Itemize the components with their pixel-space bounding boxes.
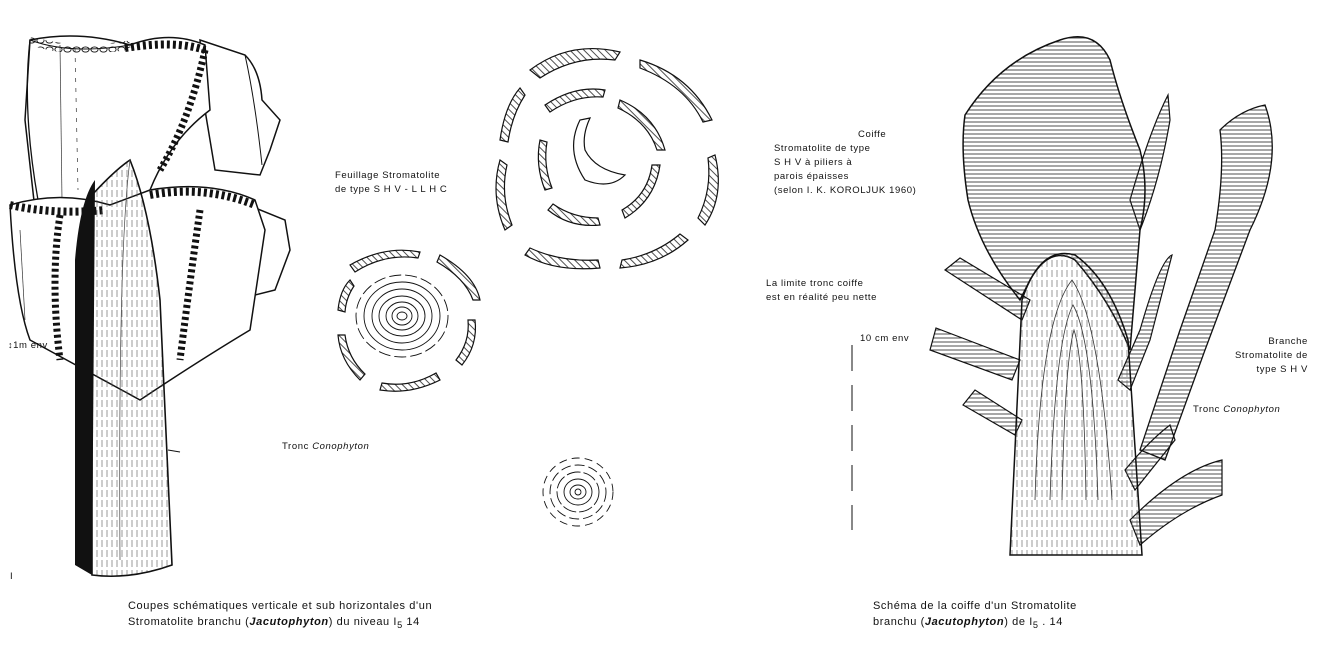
left-caption-line2: Stromatolite branchu (Jacutophyton) du n… <box>128 614 432 633</box>
cap-label-line5: (selon I. K. KOROLJUK 1960) <box>758 184 916 198</box>
cross-section-small <box>543 458 613 526</box>
left-caption-genus: Jacutophyton <box>249 616 328 628</box>
height-label-text: 1m env <box>13 340 48 351</box>
cap-label-line1: Coiffe <box>758 128 916 142</box>
branch-label-line2: Stromatolite de <box>1235 349 1308 363</box>
boundary-label-line2: est en réalité peu nette <box>766 291 877 305</box>
central-crescent <box>574 118 625 184</box>
foliage-label-line2: de type S H V - L L H C <box>335 183 447 197</box>
trunk-label-right: Tronc Conophyton <box>1193 403 1280 417</box>
branch-left-low <box>963 390 1022 435</box>
cap-label-line4: parois épaisses <box>758 170 916 184</box>
corner-mark: I <box>10 570 13 584</box>
trunk-label-left: Tronc Conophyton <box>282 440 369 454</box>
height-label: ↕1m env <box>8 338 48 353</box>
trunk-label-right-prefix: Tronc <box>1193 404 1220 415</box>
right-caption-line2: branchu (Jacutophyton) de I5 . 14 <box>873 614 1077 633</box>
left-caption: Coupes schématiques verticale et sub hor… <box>128 598 432 633</box>
branch-label: Branche Stromatolite de type S H V <box>1235 335 1308 377</box>
right-caption-line1: Schéma de la coiffe d'un Stromatolite <box>873 598 1077 614</box>
cap-label-line2: Stromatolite de type <box>758 142 916 156</box>
trunk-label-left-prefix: Tronc <box>282 441 309 452</box>
branch-label-line3: type S H V <box>1235 363 1308 377</box>
scale-label: 10 cm env <box>860 332 909 346</box>
foliage-label-line1: Feuillage Stromatolite <box>335 169 447 183</box>
back-leaf <box>200 40 280 175</box>
right-caption-genus: Jacutophyton <box>925 616 1004 628</box>
cap-label: Coiffe Stromatolite de type S H V à pili… <box>758 128 916 198</box>
right-caption: Schéma de la coiffe d'un Stromatolite br… <box>873 598 1077 633</box>
boundary-label: La limite tronc coiffe est en réalité pe… <box>766 277 877 305</box>
cap-diagram-drawing <box>852 37 1272 555</box>
vertical-section-drawing <box>10 36 290 576</box>
cross-section-medium-rings <box>356 275 448 357</box>
trunk-label-left-name: Conophyton <box>312 441 369 452</box>
cap-label-line3: S H V à piliers à <box>758 156 916 170</box>
branch-left-mid <box>930 328 1020 380</box>
cross-section-medium <box>338 250 480 391</box>
left-caption-line1: Coupes schématiques verticale et sub hor… <box>128 598 432 614</box>
trunk-label-right-name: Conophyton <box>1223 404 1280 415</box>
branch-label-line1: Branche <box>1235 335 1308 349</box>
foliage-label: Feuillage Stromatolite de type S H V - L… <box>335 169 447 197</box>
cross-section-large <box>496 49 718 269</box>
boundary-label-line1: La limite tronc coiffe <box>766 277 877 291</box>
